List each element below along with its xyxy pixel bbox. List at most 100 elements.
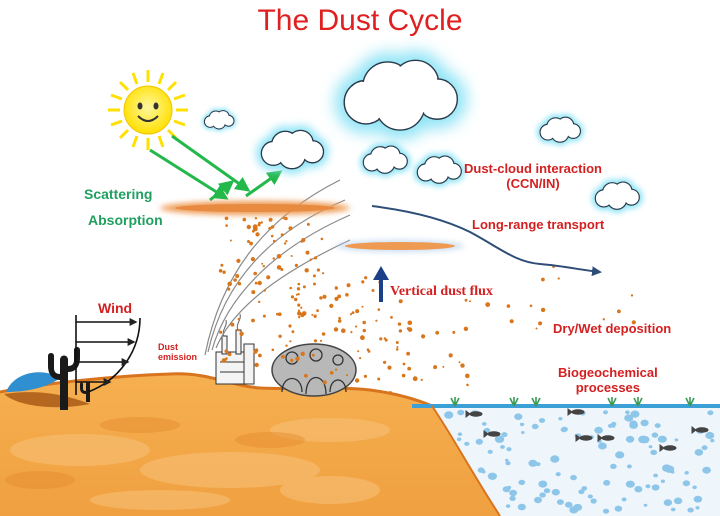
ocean-bubble — [634, 486, 643, 493]
dust-particle — [359, 357, 362, 360]
dust-particle — [270, 234, 274, 238]
dust-particle — [433, 365, 438, 370]
ocean-bubble — [684, 471, 689, 475]
dust-particle — [407, 327, 413, 332]
dust-particle — [280, 268, 284, 271]
dust-particle — [282, 216, 285, 220]
ocean-bubble — [653, 473, 658, 478]
dust-particle — [283, 242, 287, 245]
dust-particle — [407, 366, 412, 371]
dust-particle — [300, 306, 303, 309]
wind-profile — [75, 315, 141, 395]
dust-particle — [237, 282, 242, 286]
dust-particle — [236, 258, 241, 263]
dust-particle — [285, 240, 288, 243]
ocean-bubble — [621, 497, 627, 502]
ocean-bubble — [551, 488, 560, 496]
ocean-bubble — [581, 486, 588, 491]
dust-particle — [309, 258, 313, 261]
dust-particle — [363, 374, 367, 378]
dust-particle — [337, 319, 342, 323]
ocean-bubble — [694, 449, 704, 456]
dust-particle — [421, 334, 426, 339]
dust-particle — [350, 331, 353, 334]
dust-layer-lower — [336, 240, 464, 252]
ocean-bubble — [543, 488, 551, 494]
ocean-bubble — [590, 498, 597, 504]
ocean-bubble — [501, 432, 508, 438]
dust-particle — [362, 320, 367, 325]
ocean-bubble — [475, 438, 483, 445]
dust-particle — [388, 391, 393, 395]
ocean-bubble — [663, 499, 673, 506]
ocean-bubble — [509, 495, 516, 501]
dust-particle — [260, 221, 263, 224]
dust-particle — [313, 339, 318, 343]
dust-particle — [485, 302, 491, 307]
ocean-bubble — [528, 459, 538, 467]
ocean-bubble — [598, 442, 607, 450]
ocean-bubble — [648, 445, 653, 449]
label-long-range-transport: Long-range transport — [472, 217, 605, 232]
ocean-bubble — [538, 418, 546, 423]
dust-particle — [395, 341, 399, 344]
dust-particle — [412, 376, 418, 382]
cloud-icon — [202, 108, 237, 132]
ocean-bubble — [514, 413, 523, 421]
dust-particle — [316, 309, 319, 312]
dust-particle — [377, 377, 381, 381]
ocean-bubble — [657, 435, 667, 443]
label-biogeo-line1: Biogeochemical — [558, 365, 658, 380]
dust-particle — [468, 300, 471, 303]
dust-particle — [509, 319, 514, 324]
dust-particle — [276, 253, 282, 259]
ocean-bubble — [502, 486, 511, 493]
dust-particle — [316, 268, 320, 272]
dust-particle — [276, 265, 282, 270]
dust-particle — [254, 362, 259, 368]
ocean-bubble — [518, 479, 526, 486]
ocean-bubble — [578, 489, 585, 495]
ocean-bubble — [464, 441, 470, 446]
dust-particle — [312, 274, 316, 278]
ocean-bubble — [603, 479, 611, 486]
ocean-bubble — [456, 437, 462, 442]
dust-particle — [357, 350, 360, 353]
ocean-bubble — [660, 479, 666, 483]
ocean — [412, 404, 720, 516]
ocean-bubble — [587, 494, 593, 499]
dust-particle — [237, 329, 241, 332]
dust-particle — [218, 269, 223, 273]
dust-particle — [361, 280, 365, 284]
label-biogeo-line2: processes — [575, 379, 641, 395]
dust-particle — [297, 309, 300, 312]
dust-particle — [452, 330, 456, 334]
ocean-bubble — [519, 422, 525, 427]
ocean-bubble — [602, 508, 610, 514]
dust-particle — [288, 324, 292, 328]
dust-particle — [294, 297, 298, 302]
dust-particle — [262, 265, 265, 268]
dust-particle — [219, 330, 223, 334]
dust-particle — [225, 357, 228, 360]
ocean-bubble — [651, 484, 660, 491]
dust-particle — [276, 312, 279, 316]
ocean-bubble — [505, 504, 511, 508]
dust-particle — [311, 353, 315, 357]
dust-particle — [541, 277, 545, 282]
dust-particle — [280, 233, 284, 237]
cloud-icon — [536, 114, 584, 146]
dust-particle — [366, 348, 370, 352]
dust-particle — [305, 250, 310, 255]
dust-particle — [271, 348, 275, 352]
dust-particle — [254, 281, 258, 285]
dust-particle — [460, 363, 465, 368]
label-dust-cloud-line1: Dust-cloud interaction — [464, 161, 602, 176]
ocean-bubble — [674, 438, 679, 442]
dust-particle — [387, 365, 392, 370]
ocean-bubble — [692, 485, 697, 490]
dust-particle — [322, 380, 327, 385]
dust-particle — [258, 353, 262, 358]
seaweed-icon — [450, 397, 695, 407]
dust-particle — [334, 296, 339, 301]
